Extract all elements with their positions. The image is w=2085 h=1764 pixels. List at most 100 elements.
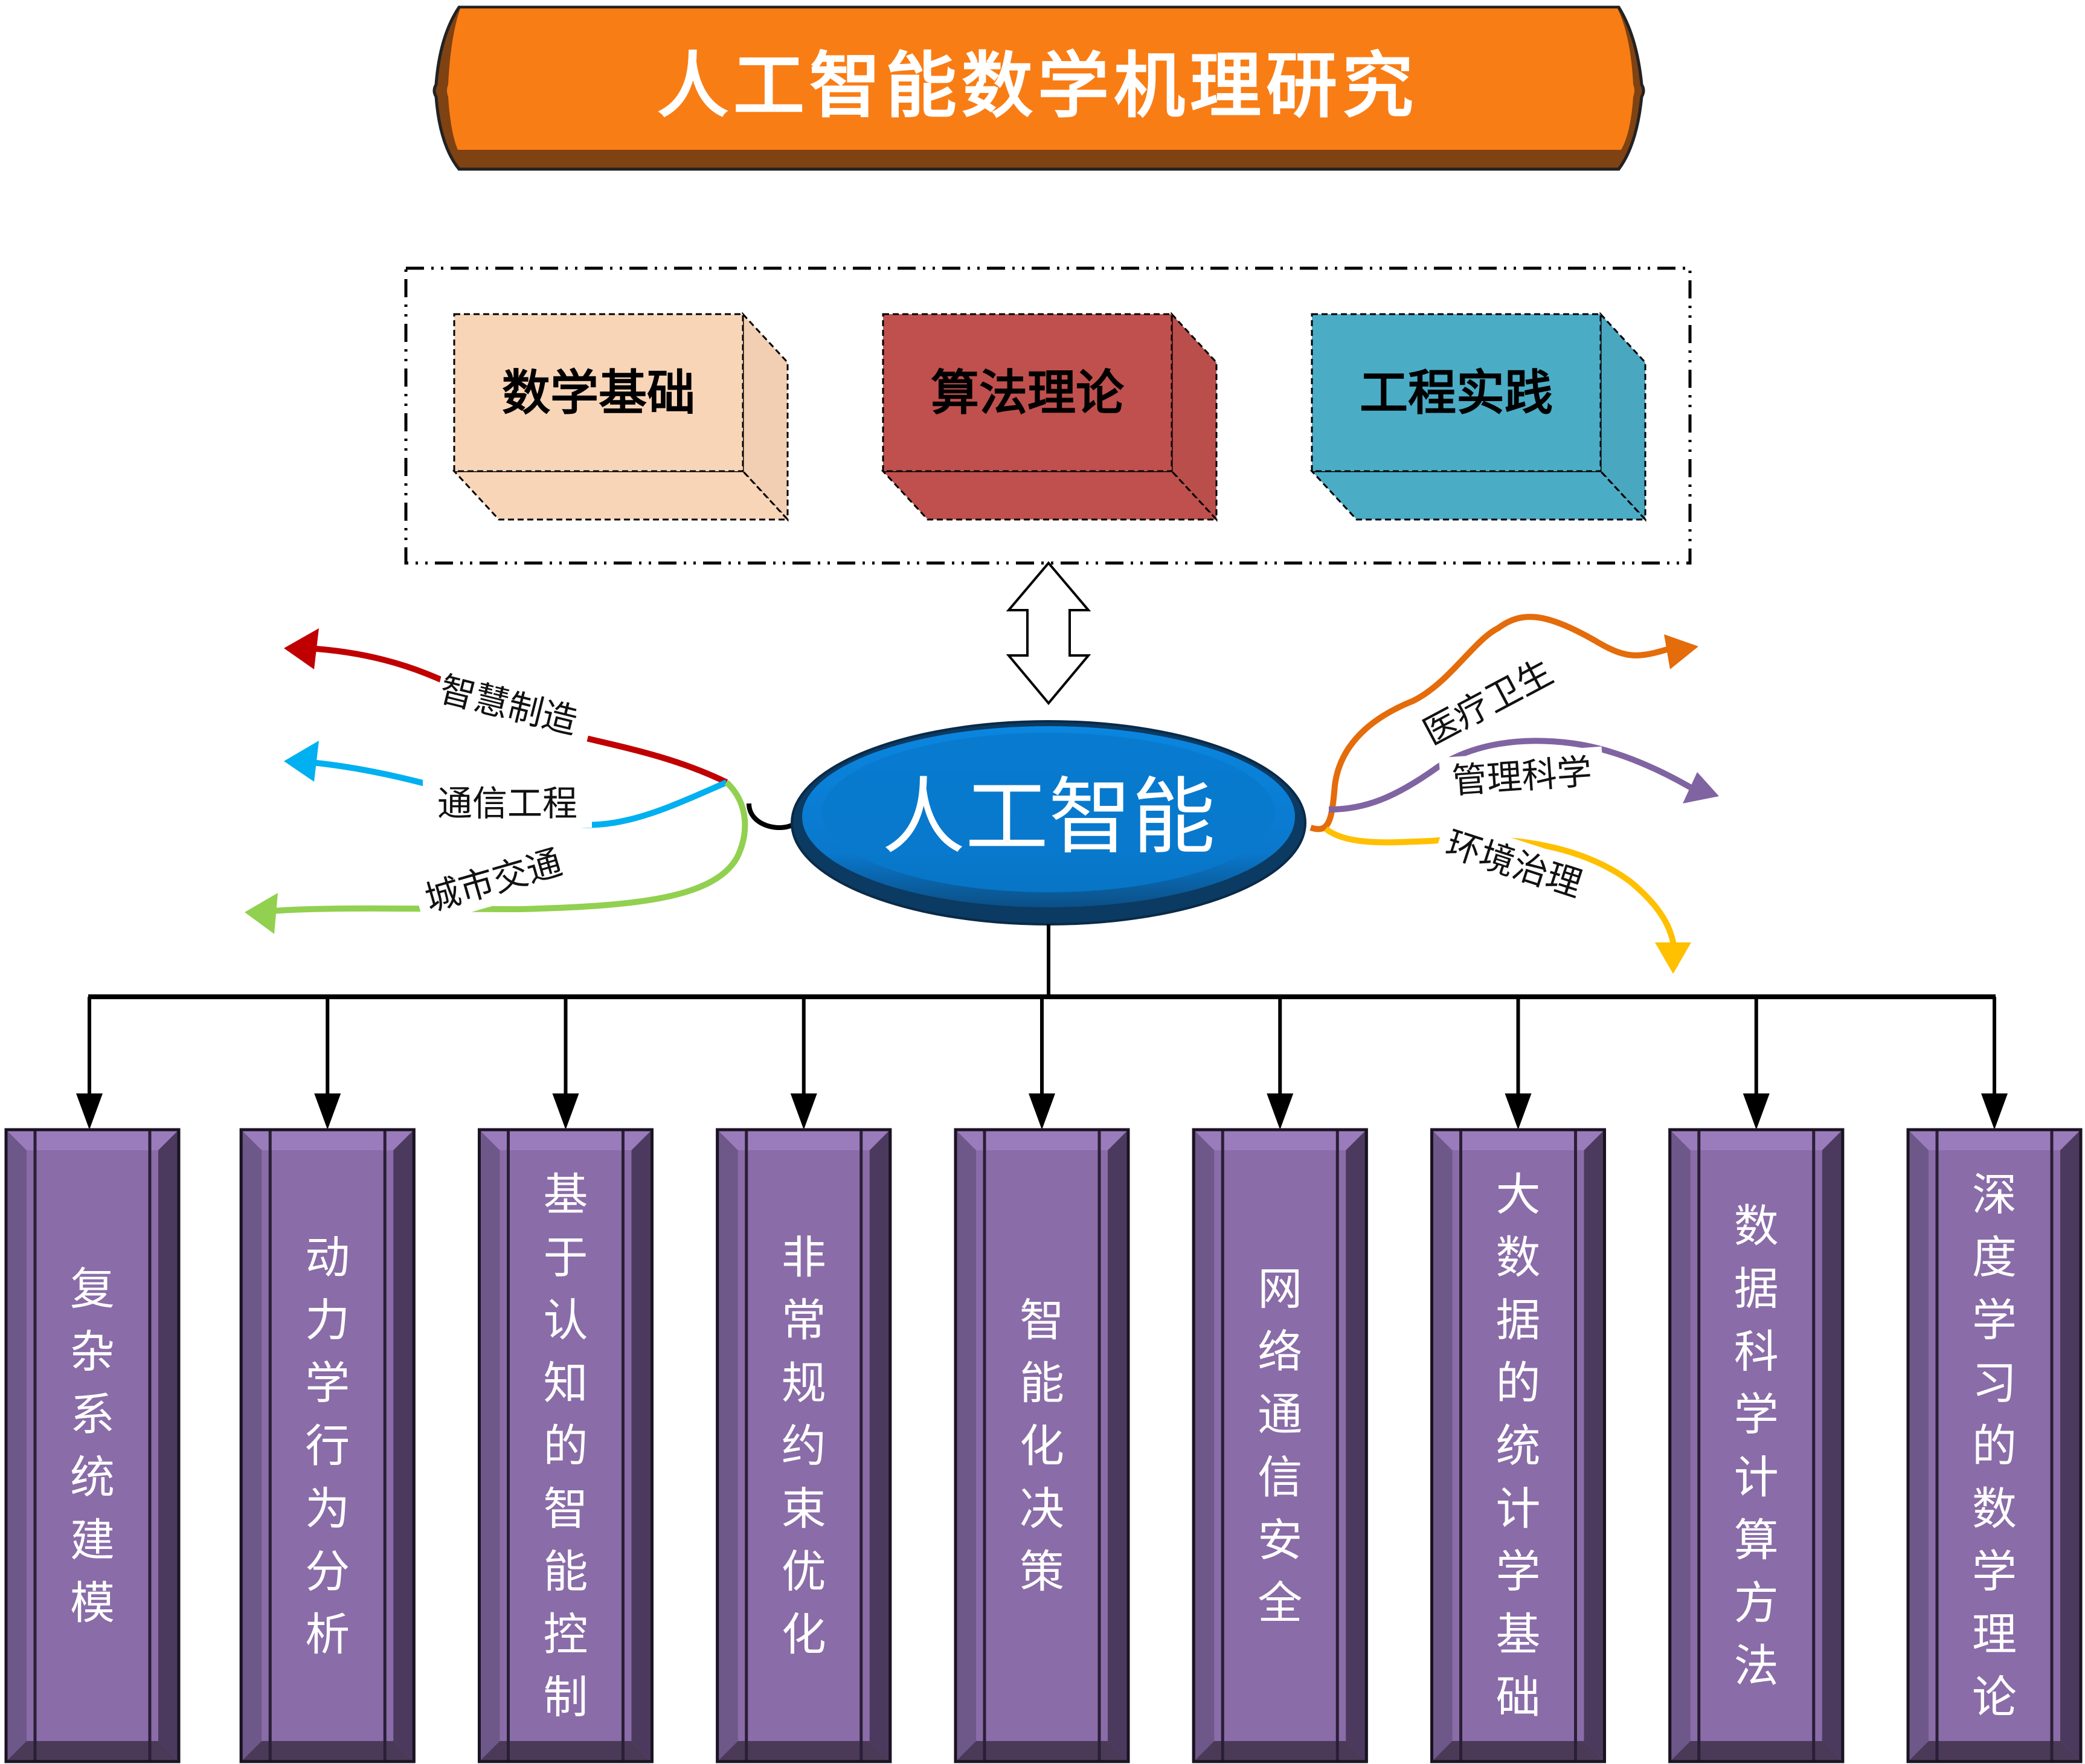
column-label-char: 络	[1258, 1326, 1302, 1378]
column-bevel-left	[1669, 1130, 1691, 1762]
column-label-char: 优	[782, 1546, 826, 1598]
column-bevel-bottom	[1193, 1741, 1367, 1762]
column-outline	[4, 1128, 181, 1763]
column-bevel-top	[1669, 1130, 1843, 1150]
column-bevel-right	[158, 1130, 179, 1762]
pillar-label: 工程实践	[1360, 365, 1553, 421]
arrowhead-icon	[245, 893, 278, 934]
column-bevel-bottom	[241, 1741, 414, 1762]
column-bevel-right	[1108, 1130, 1128, 1762]
arrow-down-icon	[552, 1093, 579, 1130]
column-label-char: 统	[1496, 1420, 1541, 1472]
column-bevel-top	[1193, 1130, 1367, 1150]
branch-label-communication-engineering: 通信工程	[437, 783, 577, 824]
arrowhead-icon	[284, 741, 319, 782]
column-bevel-top	[1431, 1130, 1605, 1150]
column-label-char: 方	[1734, 1577, 1779, 1629]
pillar-bottom-face	[881, 470, 1219, 521]
pillar-bottom-face	[1309, 470, 1648, 521]
column-label-char: 智	[544, 1483, 588, 1535]
arrowhead-icon	[284, 628, 319, 669]
column-bevel-bottom	[956, 1741, 1128, 1762]
column-label-char: 智	[1020, 1295, 1064, 1347]
column-bevel-top	[479, 1130, 652, 1150]
column-label-char: 策	[1020, 1546, 1064, 1598]
column-bevel-left	[241, 1130, 262, 1762]
column-label-char: 建	[70, 1515, 115, 1566]
column-label-char: 常	[782, 1295, 826, 1347]
column-label-char: 非	[782, 1232, 826, 1284]
branch-line-management-science	[1328, 738, 1699, 813]
column-outline	[239, 1128, 416, 1763]
arrow-down-icon	[1981, 1093, 2008, 1130]
branch-label-smart-manufacturing: 智慧制造	[435, 669, 582, 742]
title-banner: 人工智能数学机理研究	[432, 5, 1645, 171]
arrowhead-icon	[1683, 772, 1719, 803]
column-label-char: 数	[1972, 1483, 2017, 1535]
column-bevel-left	[479, 1130, 500, 1762]
column-label-char: 通	[1258, 1389, 1302, 1441]
right-branches: 医疗卫生 管理科学 环境治理	[1309, 614, 1719, 974]
branch-line-urban-transport	[259, 780, 748, 915]
column-bevel-left	[956, 1130, 976, 1762]
column-label-char: 础	[1496, 1672, 1541, 1724]
arrow-down-icon	[76, 1093, 103, 1130]
column-label-char: 学	[1972, 1295, 2017, 1347]
arrow-down-icon	[314, 1093, 341, 1130]
column-bevel-left	[1908, 1130, 1929, 1762]
column-label-char: 分	[305, 1546, 350, 1598]
title-banner-face	[447, 8, 1634, 150]
center-ellipse-highlight	[822, 733, 1275, 892]
column-bevel-right	[869, 1130, 890, 1762]
column-label-char: 化	[782, 1609, 826, 1661]
column-label-char: 系	[70, 1389, 115, 1441]
column-label-char: 学	[1972, 1546, 2017, 1598]
column-label-char: 论	[1972, 1672, 2017, 1724]
column-label-char: 统	[70, 1452, 115, 1504]
column-bevel-left	[1193, 1130, 1215, 1762]
column-bevel-right	[393, 1130, 414, 1762]
column-label-char: 为	[305, 1483, 350, 1535]
branch-label-management-science: 管理科学	[1451, 751, 1593, 802]
center-label: 人工智能	[882, 768, 1215, 866]
column-label-char: 的	[1972, 1420, 2017, 1472]
column-label-char: 行	[305, 1420, 350, 1472]
column-bevel-left	[717, 1130, 738, 1762]
column-label-char: 规	[782, 1357, 826, 1409]
column-bevel-top	[241, 1130, 414, 1150]
pillar-front-face	[882, 313, 1173, 472]
column-label-char: 信	[1258, 1452, 1302, 1504]
column-body	[1192, 1128, 1368, 1763]
column-outline	[1906, 1128, 2083, 1763]
column-bevel-right	[2060, 1130, 2081, 1762]
column-label-char: 学	[1734, 1389, 1779, 1441]
pillar-front-face	[453, 313, 744, 472]
column-label-char: 束	[782, 1483, 826, 1535]
column-bevel-bottom	[1431, 1741, 1605, 1762]
column-label-char: 算	[1734, 1515, 1779, 1566]
column-label-char: 法	[1734, 1640, 1779, 1692]
arrow-down-icon	[1743, 1093, 1770, 1130]
column-bevel-bottom	[1669, 1741, 1843, 1762]
pillar-front-face	[1311, 313, 1602, 472]
column-outline	[1192, 1128, 1368, 1763]
arrowhead-icon	[1664, 634, 1698, 669]
column-label-char: 析	[305, 1609, 350, 1661]
column-label-char: 能	[544, 1546, 588, 1598]
column-bevel-bottom	[6, 1741, 179, 1762]
column-bevel-top	[956, 1130, 1128, 1150]
column-label-char: 知	[544, 1357, 588, 1409]
column-label-char: 杂	[70, 1326, 115, 1378]
column-bevel-bottom	[1908, 1741, 2081, 1762]
pillar-label: 数学基础	[502, 365, 695, 421]
column-label-char: 度	[1972, 1232, 2017, 1284]
column-label-char: 于	[544, 1232, 588, 1284]
arrow-down-icon	[1267, 1093, 1294, 1130]
column-label-char: 的	[544, 1420, 588, 1472]
branch-label-environmental-governance: 环境治理	[1441, 823, 1587, 905]
column-bevel-left	[1431, 1130, 1453, 1762]
